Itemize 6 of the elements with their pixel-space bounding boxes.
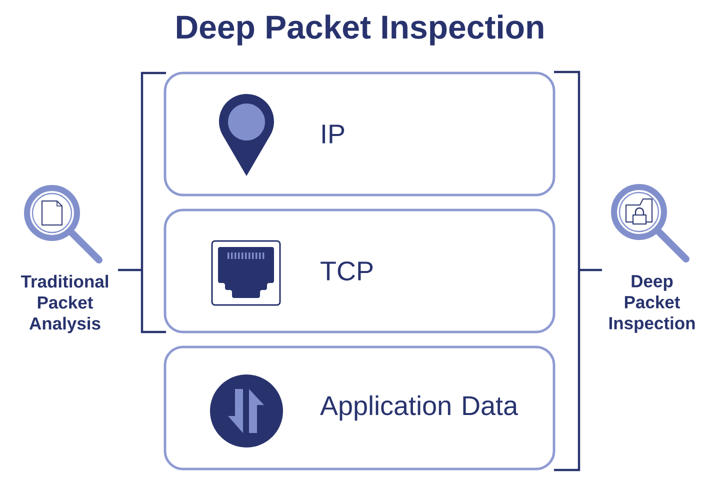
title: Deep Packet Inspection	[176, 14, 544, 46]
layer-box: TCP	[164, 208, 556, 334]
layer-box: Application Data	[164, 346, 556, 470]
side-label: Traditional Packet Analysis	[20, 274, 108, 334]
side-label: Deep Packet Inspection	[609, 275, 695, 333]
layer-box: IP	[164, 72, 556, 196]
